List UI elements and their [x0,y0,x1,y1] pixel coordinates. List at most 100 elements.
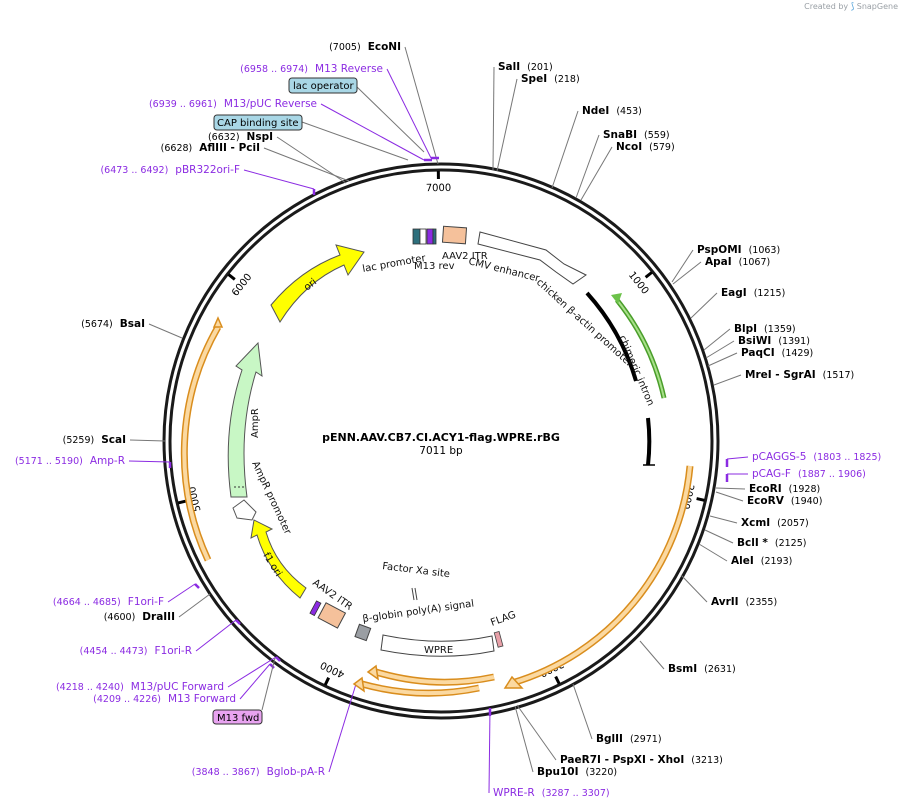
enzyme-name: MreI - SgrAI [745,369,816,381]
svg-text:SpeI(218): SpeI(218) [521,73,580,85]
enzyme-site: PaqCI(1429) [707,347,813,367]
ampr-arrow [227,341,263,498]
svg-text:ApaI(1067): ApaI(1067) [705,256,770,268]
feature-label-cba-promoter: chicken β-actin promoter [534,277,635,370]
tick-label: 6000 [230,272,254,299]
enzyme-site: PspOMI (1063) [671,244,780,283]
enzyme-site: EcoRV(1940) [715,491,822,507]
enzyme-name: SalI [498,61,520,73]
enzyme-name: EcoRI [749,483,782,495]
primer-position: (1887 .. 1906) [798,469,866,480]
svg-text:(7005)EcoNI: (7005)EcoNI [329,41,401,53]
enzyme-site: Bpu10I(3220) [514,705,617,778]
svg-text:(6473 .. 6492)pBR322ori-F: (6473 .. 6492)pBR322ori-F [100,164,240,176]
enzyme-site: AleI(2193) [698,543,792,567]
enzyme-name: BsaI [120,318,145,330]
primer-name: F1ori-F [128,596,164,608]
m13-fwd-small-block [309,600,322,617]
enzyme-position: (1517) [823,370,855,381]
primer-position: (3287 .. 3307) [542,788,610,799]
enzyme-position: (5259) [63,435,95,446]
enzyme-name: XcmI [741,517,770,529]
enzyme-position: (579) [649,142,675,153]
primer-site: (4664 .. 4685) F1ori-F [53,583,200,608]
enzyme-site: ApaI(1067) [672,256,770,285]
svg-text:WPRE-R(3287 .. 3307): WPRE-R(3287 .. 3307) [493,787,610,799]
primer-name: M13/pUC Reverse [224,98,317,110]
enzyme-position: (2355) [746,597,778,608]
enzyme-site: NdeI(453) [551,105,642,189]
enzyme-site: BglII(2971) [572,683,662,745]
orf-arrowhead-bottom-2 [352,676,366,693]
primer-site: (4209 .. 4226)M13 Forward [93,663,275,705]
enzyme-position: (4600) [104,612,136,623]
primer-name: pCAGGS-5 [752,451,806,463]
enzyme-site: EcoRI (1928) [715,483,821,495]
tick-mark [696,497,705,502]
enzyme-name: NspI [247,131,273,143]
enzyme-site: AvrII(2355) [680,574,777,608]
enzyme-site: BclI *(2125) [704,529,806,549]
enzyme-position: (6628) [161,143,193,154]
svg-text:Bpu10I(3220): Bpu10I(3220) [537,766,617,778]
svg-text:(6628)AflIII - PciI: (6628) AflIII - PciI [161,142,260,154]
svg-text:EcoRV(1940): EcoRV(1940) [747,495,822,507]
primer-site: (6473 .. 6492)pBR322ori-F [100,164,316,195]
enzyme-site: (6632)NspI [208,131,347,184]
svg-text:NdeI(453): NdeI(453) [582,105,642,117]
svg-text:pCAG-F(1887 .. 1906): pCAG-F(1887 .. 1906) [752,468,866,480]
primer-position: (1803 .. 1825) [813,452,881,463]
svg-text:SalI(201): SalI(201) [498,61,553,73]
primer-site: pCAG-F(1887 .. 1906) [725,468,866,482]
boxed-label-m13-fwd: M13 fwd [212,657,276,725]
feature-label-ampr: AmpR [250,408,261,438]
enzyme-position: (2971) [630,734,662,745]
primer-position: (6958 .. 6974) [240,64,308,75]
svg-text:BclI *(2125): BclI *(2125) [737,537,806,549]
primer-sites: (6958 .. 6974)M13 Reverse(6939 .. 6961)M… [15,63,881,799]
cba-promoter-arc [585,291,638,382]
enzyme-position: (1063) [749,245,781,256]
orf-arrowhead-right [503,675,524,689]
enzyme-position: (1391) [778,336,810,347]
enzyme-name: AleI [731,555,754,567]
backbone-inner-ring [168,168,714,714]
svg-text:lac operator: lac operator [293,81,354,92]
svg-text:AleI(2193): AleI(2193) [731,555,792,567]
enzyme-site: XcmI(2057) [709,515,809,529]
svg-text:(4600)DraIII: (4600) DraIII [104,611,175,623]
primer-name: pBR322ori-F [175,164,240,176]
enzyme-site: (5674) BsaI [81,318,183,339]
primer-name: M13/pUC Forward [131,681,224,693]
svg-text:PspOMI(1063): PspOMI (1063) [697,244,780,256]
feature-label-beta-globin-polya: β-globin poly(A) signal [362,598,475,625]
m13-rev-block [426,228,434,245]
primer-site: WPRE-R(3287 .. 3307) [488,707,610,799]
svg-text:PaqCI(1429): PaqCI(1429) [741,347,813,359]
plasmid-name: pENN.AAV.CB7.CI.ACY1-flag.WPRE.rBG [322,431,560,444]
svg-text:PaeR7I - PspXI - XhoI(3213): PaeR7I - PspXI - XhoI(3213) [560,754,723,766]
enzyme-position: (1928) [789,484,821,495]
enzyme-position: (2125) [775,538,807,549]
primer-position: (4209 .. 4226) [93,694,161,705]
svg-text:BglII(2971): BglII(2971) [596,733,662,745]
enzyme-name: ApaI [705,256,732,268]
enzyme-site: NcoI(579) [580,141,675,201]
enzyme-position: (5674) [81,319,113,330]
primer-position: (4664 .. 4685) [53,597,121,608]
enzyme-site: SnaBI(559) [575,129,670,199]
enzyme-name: PspOMI [697,244,742,256]
svg-text:(6939 .. 6961)M13/pUC Reverse: (6939 .. 6961)M13/pUC Reverse [149,98,317,110]
enzyme-position: (7005) [329,42,361,53]
orf-bands [180,325,694,697]
svg-text:SnaBI(559): SnaBI(559) [603,129,670,141]
svg-text:AvrII(2355): AvrII(2355) [711,596,777,608]
aav2-itr-bottom-box [317,602,347,629]
svg-text:(5674)BsaI: (5674) BsaI [81,318,145,330]
svg-text:XcmI(2057): XcmI(2057) [741,517,809,529]
enzyme-name: AflIII - PciI [199,142,260,154]
primer-site: (3848 .. 3867)Bglob-pA-R [192,682,362,778]
orf-arrowhead-bottom-1 [366,664,380,681]
enzyme-name: DraIII [142,611,175,623]
enzyme-name: BsiWI [738,335,771,347]
